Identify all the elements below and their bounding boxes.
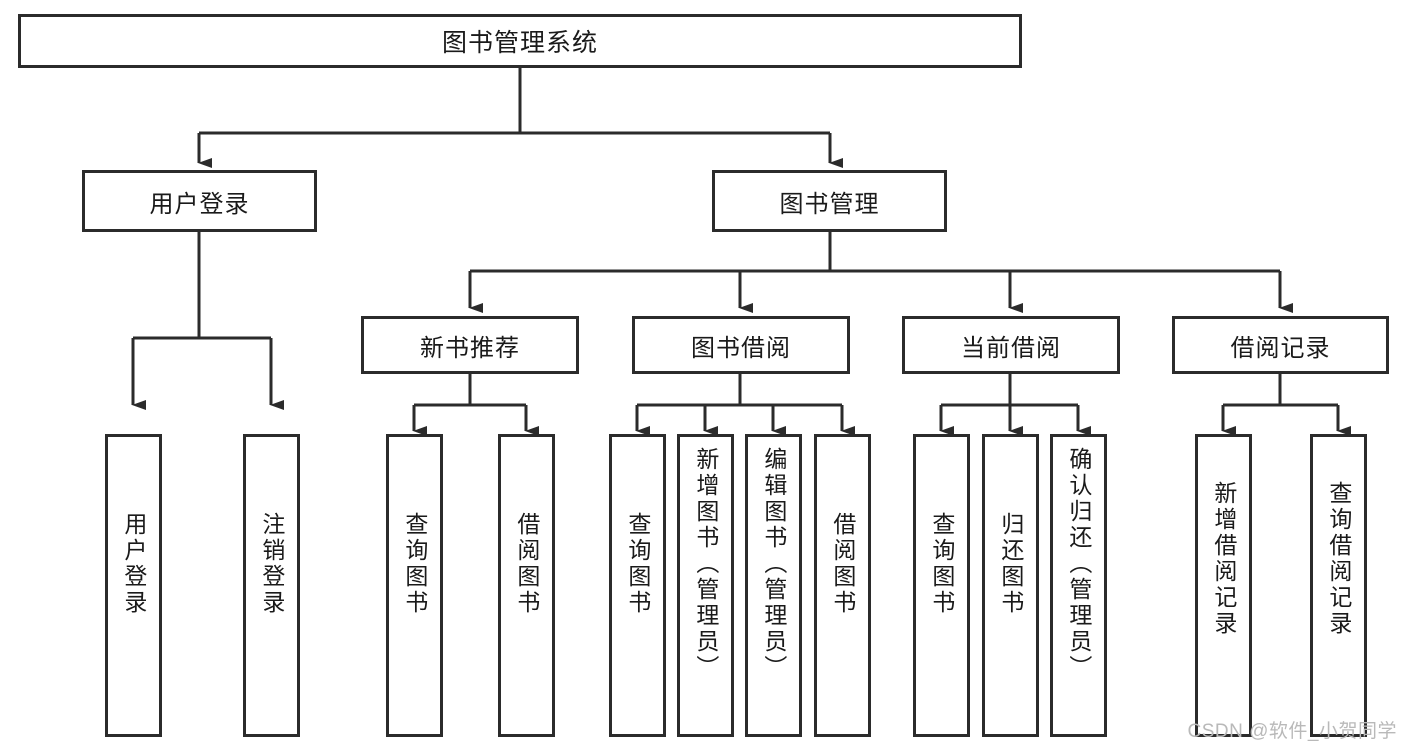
leaf-edit-book-admin[interactable]: 编辑图书（管理员） bbox=[745, 434, 802, 737]
leaf-user-login[interactable]: 用户登录 bbox=[105, 434, 162, 737]
leaf-borrow-book-label: 借阅图书 bbox=[829, 512, 856, 616]
leaf-add-book-admin-label: 新增图书（管理员） bbox=[692, 447, 719, 681]
node-user-login-label: 用户登录 bbox=[149, 190, 250, 218]
leaf-borrow-book-recommend-label: 借阅图书 bbox=[513, 512, 540, 616]
csdn-watermark: CSDN @软件_小贺同学 bbox=[1187, 721, 1397, 742]
leaf-query-borrow-record-label: 查询借阅记录 bbox=[1325, 481, 1352, 637]
leaf-edit-book-admin-label: 编辑图书（管理员） bbox=[760, 447, 787, 681]
leaf-confirm-return-admin-label: 确认归还（管理员） bbox=[1065, 447, 1092, 681]
leaf-return-book[interactable]: 归还图书 bbox=[982, 434, 1039, 737]
node-new-book-recommend[interactable]: 新书推荐 bbox=[361, 316, 579, 374]
leaf-query-book-label: 查询图书 bbox=[624, 512, 651, 616]
node-borrow-record[interactable]: 借阅记录 bbox=[1172, 316, 1389, 374]
leaf-return-book-label: 归还图书 bbox=[997, 512, 1024, 616]
node-borrow-record-label: 借阅记录 bbox=[1230, 334, 1331, 362]
node-book-management[interactable]: 图书管理 bbox=[712, 170, 947, 232]
node-new-book-recommend-label: 新书推荐 bbox=[420, 334, 520, 362]
leaf-add-book-admin[interactable]: 新增图书（管理员） bbox=[677, 434, 734, 737]
leaf-add-borrow-record[interactable]: 新增借阅记录 bbox=[1195, 434, 1252, 737]
leaf-borrow-book[interactable]: 借阅图书 bbox=[814, 434, 871, 737]
leaf-borrow-book-recommend[interactable]: 借阅图书 bbox=[498, 434, 555, 737]
node-book-borrow-label: 图书借阅 bbox=[691, 334, 791, 362]
node-current-borrow[interactable]: 当前借阅 bbox=[902, 316, 1120, 374]
node-current-borrow-label: 当前借阅 bbox=[961, 334, 1061, 362]
node-user-login[interactable]: 用户登录 bbox=[82, 170, 317, 232]
leaf-query-borrow-record[interactable]: 查询借阅记录 bbox=[1310, 434, 1367, 737]
node-book-borrow[interactable]: 图书借阅 bbox=[632, 316, 850, 374]
leaf-query-book-recommend-label: 查询图书 bbox=[401, 512, 428, 616]
leaf-query-book-recommend[interactable]: 查询图书 bbox=[386, 434, 443, 737]
leaf-logout-label: 注销登录 bbox=[258, 512, 285, 616]
leaf-query-book-current-label: 查询图书 bbox=[928, 512, 955, 616]
leaf-query-book[interactable]: 查询图书 bbox=[609, 434, 666, 737]
leaf-query-book-current[interactable]: 查询图书 bbox=[913, 434, 970, 737]
node-root-system[interactable]: 图书管理系统 bbox=[18, 14, 1022, 68]
leaf-logout[interactable]: 注销登录 bbox=[243, 434, 300, 737]
node-root-system-label: 图书管理系统 bbox=[441, 29, 598, 57]
leaf-user-login-label: 用户登录 bbox=[120, 512, 147, 616]
leaf-confirm-return-admin[interactable]: 确认归还（管理员） bbox=[1050, 434, 1107, 737]
leaf-add-borrow-record-label: 新增借阅记录 bbox=[1210, 481, 1237, 637]
node-book-management-label: 图书管理 bbox=[779, 190, 880, 218]
